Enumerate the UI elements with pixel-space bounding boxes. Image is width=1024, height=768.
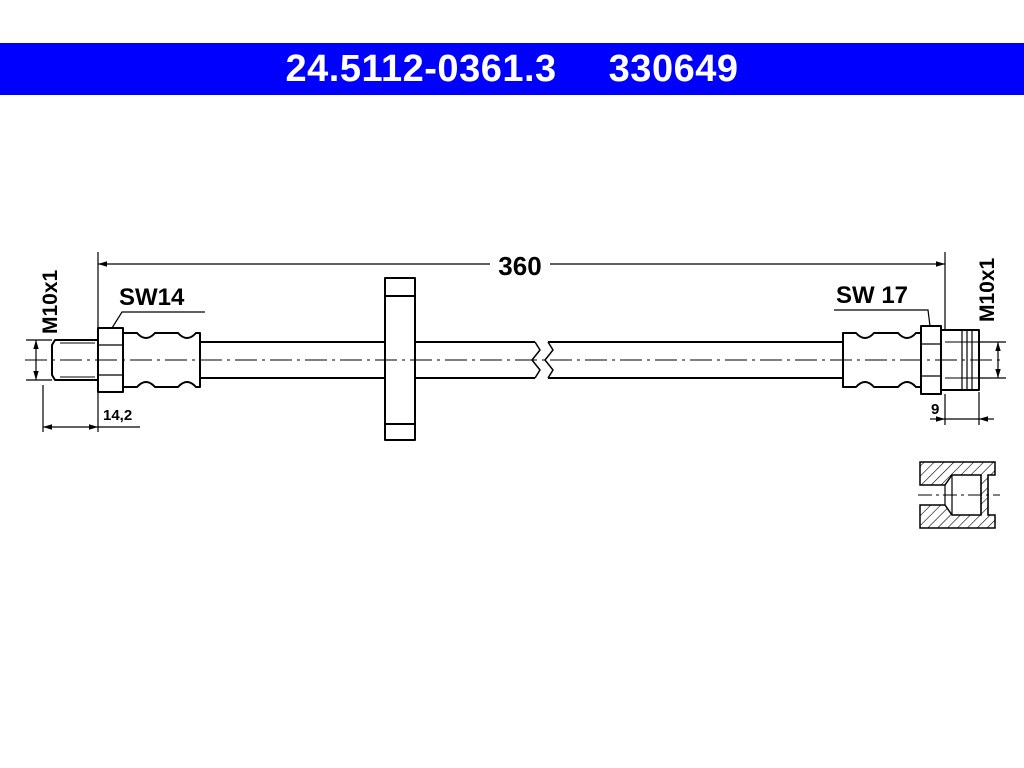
part-number: 24.5112-0361.3 (285, 47, 557, 90)
overall-length-dimension (97, 252, 946, 340)
overall-length-label: 360 (498, 251, 541, 281)
right-fitting-length-dimension (930, 392, 994, 425)
right-thread-dimension (979, 341, 1006, 379)
header-bar: 24.5112-0361.3 330649 (0, 43, 1024, 95)
left-fitting-length-label: 14,2 (103, 407, 132, 424)
left-wrench-size-label: SW14 (119, 284, 185, 311)
port-section-detail (918, 461, 1000, 529)
right-wrench-leader (834, 309, 931, 327)
left-wrench-leader (111, 311, 205, 329)
left-crimp-ferrule (122, 332, 201, 388)
right-fitting-length-label: 9 (931, 401, 939, 418)
left-thread-dimension (26, 339, 52, 381)
reference-number: 330649 (608, 47, 739, 90)
hose-tube-left (200, 341, 535, 379)
left-fitting-length-dimension (42, 385, 140, 432)
hose-tube-right (548, 341, 843, 379)
left-thread-label: M10x1 (39, 269, 62, 334)
right-wrench-size-label: SW 17 (836, 282, 908, 309)
right-thread-label: M10x1 (976, 257, 999, 322)
mounting-bracket (384, 277, 416, 441)
